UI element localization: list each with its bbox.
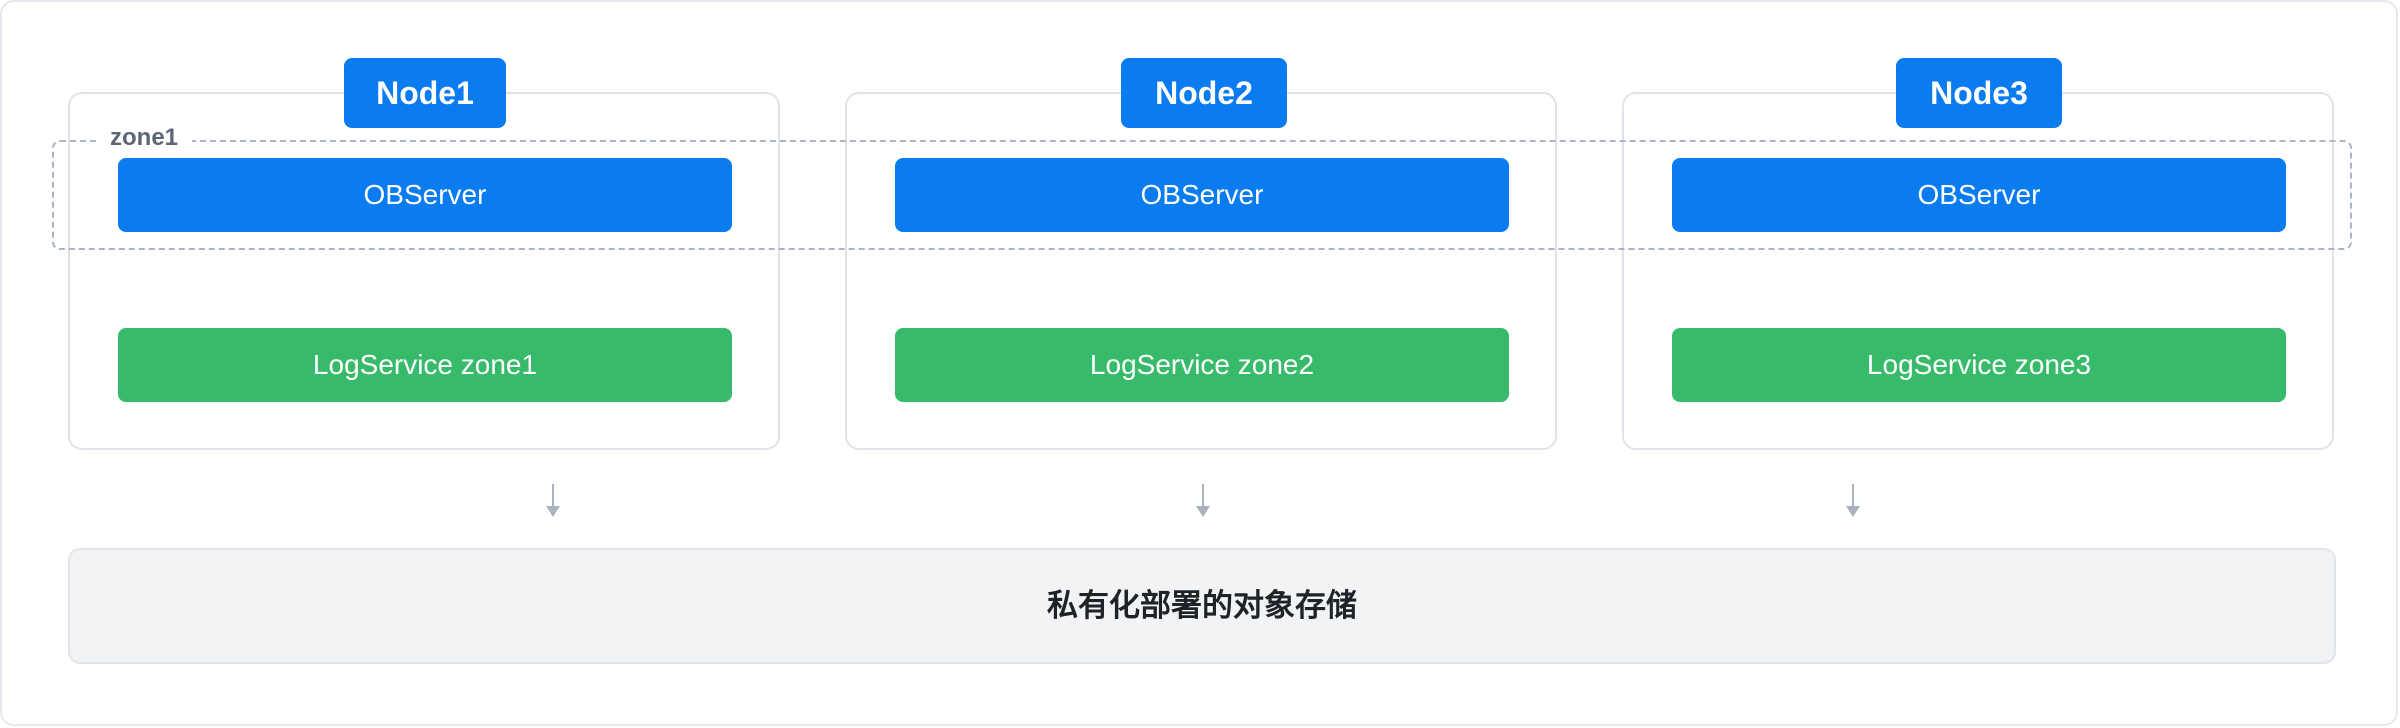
observer-box: OBServer — [1672, 158, 2286, 232]
node-card-1: Node1 OBServer LogService zone1 — [68, 58, 780, 450]
node-title: Node1 — [344, 58, 506, 128]
observer-box: OBServer — [118, 158, 732, 232]
node-card-2: Node2 OBServer LogService zone2 — [845, 58, 1557, 450]
down-arrow-icon — [1196, 484, 1210, 517]
node-title: Node3 — [1896, 58, 2062, 128]
down-arrow-icon — [1846, 484, 1860, 517]
logservice-box: LogService zone3 — [1672, 328, 2286, 402]
object-storage-box: 私有化部署的对象存储 — [68, 548, 2336, 664]
node-title: Node2 — [1121, 58, 1287, 128]
logservice-box: LogService zone2 — [895, 328, 1509, 402]
observer-box: OBServer — [895, 158, 1509, 232]
node-card-3: Node3 OBServer LogService zone3 — [1622, 58, 2334, 450]
down-arrow-icon — [546, 484, 560, 517]
logservice-box: LogService zone1 — [118, 328, 732, 402]
